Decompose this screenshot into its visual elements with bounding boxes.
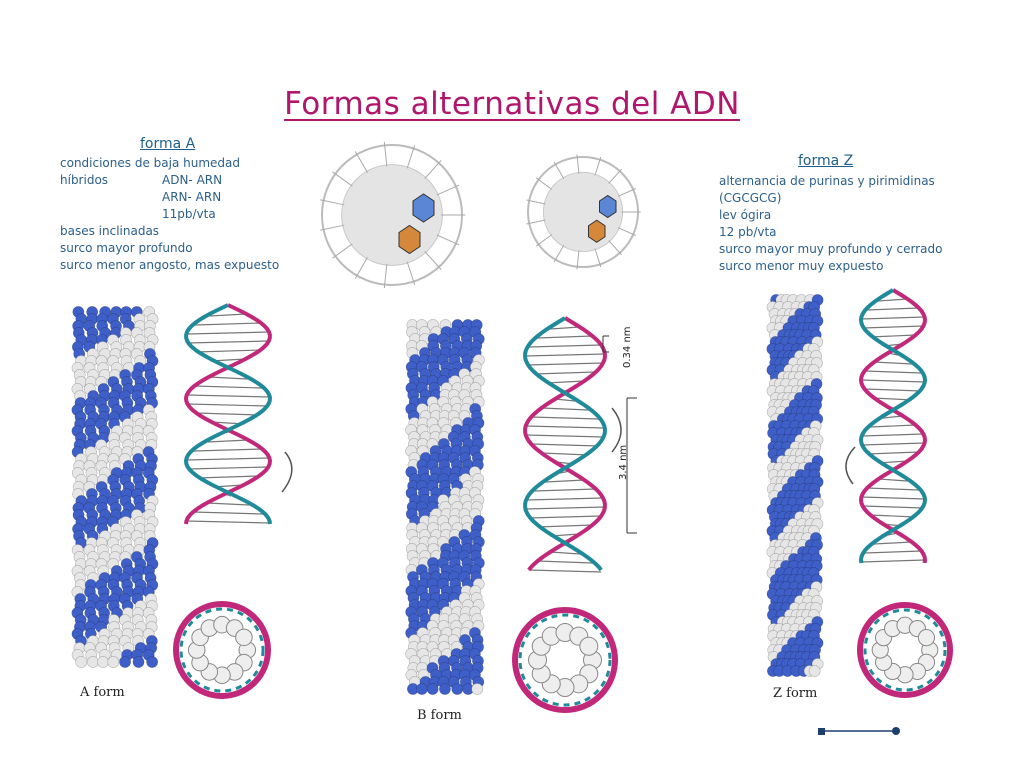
form-z-description: alternancia de purinas y pirimidinas (CG… <box>719 173 942 275</box>
spacefill-helix <box>71 306 159 668</box>
form-z-line: (CGCGCG) <box>719 191 782 205</box>
form-a-line: surco menor angosto, mas expuesto <box>60 258 280 272</box>
form-z-line: surco menor muy expuesto <box>719 259 884 273</box>
b-form-label: B form <box>417 708 462 723</box>
form-a-line: 11pb/vta <box>162 207 216 221</box>
b-form-scale-annotation: 0.34 nm 3.4 nm <box>602 326 637 534</box>
form-a-line: ADN- ARN <box>162 173 223 187</box>
end-view-ring <box>173 601 271 699</box>
form-a-line: híbridos <box>60 173 109 187</box>
rotation-arrow-b <box>611 407 622 453</box>
top-view-molecule-images <box>320 141 641 289</box>
a-form-label: A form <box>80 685 125 700</box>
stick-helix <box>858 288 928 564</box>
form-a-description: condiciones de baja humedad híbridos ADN-… <box>60 155 279 274</box>
form-z-line: 12 pb/vta <box>719 225 777 239</box>
form-a-line: condiciones de baja humedad <box>60 156 240 170</box>
top-view-molecule <box>526 154 641 270</box>
form-z-line: surco mayor muy profundo y cerrado <box>719 242 943 256</box>
page-title: Formas alternativas del ADN <box>284 86 740 122</box>
end-view-ring <box>512 607 618 713</box>
stick-helix-models <box>183 288 928 573</box>
stick-helix <box>523 316 607 573</box>
spacefill-helix <box>766 294 824 677</box>
form-a-line: bases inclinadas <box>60 224 160 238</box>
spacefill-helix <box>405 319 485 695</box>
form-z-line: lev ógira <box>719 208 772 222</box>
end-view-ring <box>857 602 953 698</box>
form-z-heading: forma Z <box>798 153 854 169</box>
z-form-label: Z form <box>773 686 818 701</box>
form-z-line: alternancia de purinas y pirimidinas <box>719 174 935 188</box>
stick-helix <box>183 303 273 525</box>
pitch-label: 3.4 nm <box>618 445 629 480</box>
form-a-heading: forma A <box>140 136 196 152</box>
form-a-line: ARN- ARN <box>162 190 222 204</box>
top-view-molecule <box>320 141 466 289</box>
spacefill-helix-models <box>71 294 824 695</box>
corner-mark <box>818 727 900 735</box>
rise-label: 0.34 nm <box>622 326 633 368</box>
rotation-arrows <box>281 446 856 493</box>
form-a-line: surco mayor profundo <box>60 241 193 255</box>
end-view-models <box>173 601 953 713</box>
